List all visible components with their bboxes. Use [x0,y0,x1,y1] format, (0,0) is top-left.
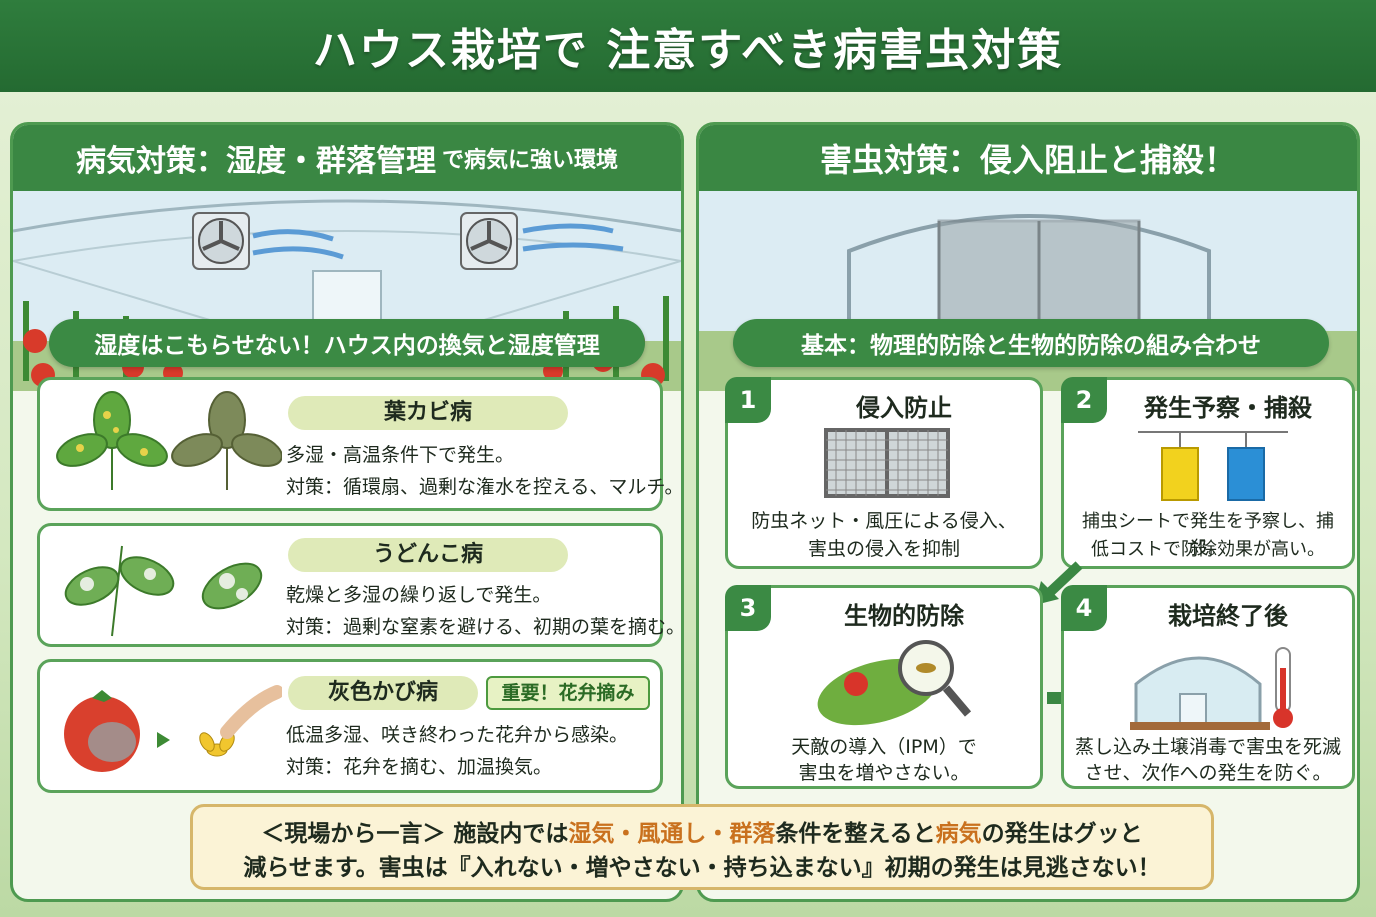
fan-icon-left [192,212,250,270]
comment-text: の発生はグッと [981,821,1143,847]
page-title: ハウス栽培で 注意すべき病害虫対策 [312,25,1064,76]
disease-card-gray-mold: 灰色かび病 重要！花弁摘み 低温多湿、咲き終わった花弁から感染。 対策：花弁を摘… [37,659,663,793]
disease-name: 葉カビ病 [288,396,568,430]
disease-name: うどんこ病 [288,538,568,572]
insect-net-icon [824,428,950,498]
powdery-mildew-leaves-icon [64,545,263,637]
disease-condition: 多湿・高温条件下で発生。 [286,444,515,466]
disease-name: 灰色かび病 [288,676,478,710]
header-bar: ハウス栽培で 注意すべき病害虫対策 [0,0,1376,92]
step-desc-2: させ、次作への発生を防ぐ。 [1084,762,1332,784]
pest-card-forecast-capture: 2 発生予察・捕殺 捕虫シートで発生を予察し、捕殺。 低コストで防除効果が高い。 [1061,377,1355,569]
step-desc-1: 蒸し込み土壌消毒で害虫を死滅 [1074,736,1341,758]
step-desc-2: 害虫を増やさない。 [798,762,970,784]
disease-card-powdery-mildew: うどんこ病 乾燥と多湿の繰り返しで発生。 対策：過剰な窒素を避ける、初期の葉を摘… [37,523,681,647]
step-number: 4 [1061,585,1107,631]
step-number: 1 [725,377,771,423]
disease-condition: 乾燥と多湿の繰り返しで発生。 [286,584,552,606]
important-badge: 重要！花弁摘み [486,676,650,710]
natural-enemy-magnifier-icon [817,640,972,726]
step-desc-1: 捕虫シートで発生を予察し、捕殺。 [1082,511,1334,559]
disease-panel: 病気対策：湿度・群落管理 で病気に強い環境 [10,122,684,902]
step-title: 侵入防止 [856,394,952,422]
pest-panel: 害虫対策：侵入阻止と捕殺！ 基本：物理的防除と生物的防除の組み合わせ 1 侵入防… [696,122,1360,902]
step-title: 栽培終了後 [1168,602,1288,630]
step-desc-1: 防虫ネット・風圧による侵入、 [751,510,1017,532]
humidity-banner: 湿度はこもらせない！ハウス内の換気と湿度管理 [49,319,645,367]
greenhouse-thermometer-icon [1130,647,1293,730]
field-comment-box: ＜現場から一言＞ 施設内では湿気・風通し・群落条件を整えると病気の発生はグッと … [190,804,1214,890]
step-desc-1: 天敵の導入（IPM）で [791,736,977,758]
disease-title-main: 病気対策：湿度・群落管理 [75,144,436,179]
step-desc-2: 害虫の侵入を抑制 [807,538,960,560]
comment-line-2: 減らせます。害虫は『入れない・増やさない・持ち込まない』初期の発生は見逃さない！ [243,855,1161,881]
disease-countermeasure: 対策：過剰な窒素を避ける、初期の葉を摘む。 [286,616,684,638]
fan-icon-right [460,212,518,270]
disease-panel-title: 病気対策：湿度・群落管理 で病気に強い環境 [13,125,681,191]
disease-condition: 低温多湿、咲き終わった花弁から感染。 [286,724,629,746]
pest-card-biological-control: 3 生物的防除 天敵の導入（IPM）で 害虫を増やさない。 [725,585,1043,789]
step-number: 2 [1061,377,1107,423]
pest-panel-title: 害虫対策：侵入阻止と捕殺！ [699,125,1357,191]
disease-card-leaf-mold: 葉カビ病 多湿・高温条件下で発生。 対策：循環扇、過剰な潅水を控える、マルチ。 [37,377,681,511]
comment-text: 条件を整えると [775,821,936,847]
disease-countermeasure: 対策：花弁を摘む、加温換気。 [286,756,553,778]
comment-highlight: 湿気・風通し・群落 [568,821,776,847]
comment-text: ＜現場から一言＞ 施設内では [261,821,569,847]
step-desc-2: 低コストで防除効果が高い。 [1091,539,1325,560]
sticky-trap-icon [1138,431,1288,501]
step-title: 生物的防除 [844,602,964,630]
leaf-mold-leaves-icon [56,391,282,490]
pest-card-intrusion-prevention: 1 侵入防止 防虫ネット・風圧による侵入、 害虫の侵入を抑制 [725,377,1043,569]
gray-mold-tomato-icon [64,685,282,772]
step-title: 発生予察・捕殺 [1144,394,1312,422]
comment-line-1: ＜現場から一言＞ 施設内では湿気・風通し・群落条件を整えると病気の発生はグッと [213,817,1191,851]
comment-highlight: 病気 [935,821,982,847]
pest-card-post-cultivation: 4 栽培終了後 蒸し込み土壌消毒で害虫を死滅 させ、次作への発生を防ぐ。 [1061,585,1355,789]
disease-countermeasure: 対策：循環扇、過剰な潅水を控える、マルチ。 [286,476,684,498]
step-number: 3 [725,585,771,631]
disease-title-small: で病気に強い環境 [441,148,618,173]
pest-basic-banner: 基本：物理的防除と生物的防除の組み合わせ [733,319,1329,367]
